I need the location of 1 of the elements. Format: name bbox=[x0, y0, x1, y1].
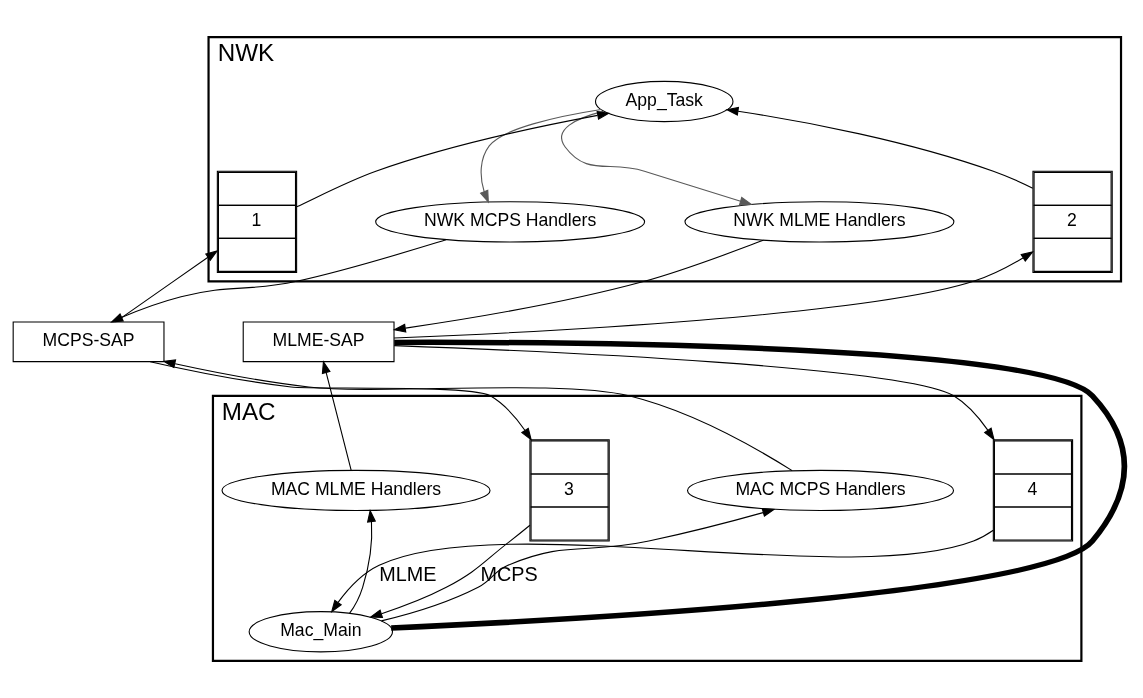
edge-label: MLME bbox=[379, 563, 437, 586]
